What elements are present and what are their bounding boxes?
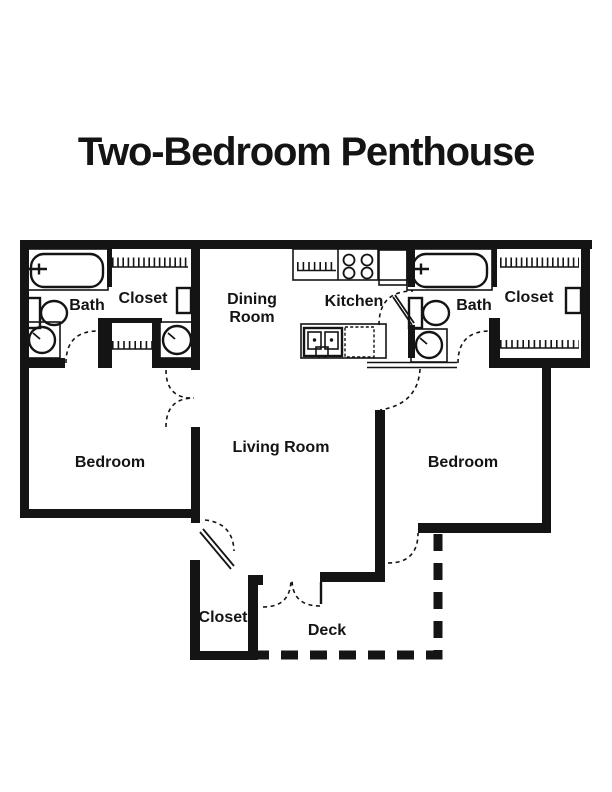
door-swing-arc: [204, 519, 235, 552]
door-swing-arc: [291, 578, 321, 607]
room-label-bath-left: Bath: [69, 297, 105, 314]
room-label-closet-lower: Closet: [199, 609, 249, 626]
wall-segment: [489, 358, 590, 368]
tub-niche: [406, 248, 493, 291]
wall-segment: [105, 318, 162, 323]
deck-dashed-wall: [258, 534, 443, 660]
counter-top: [292, 248, 409, 281]
room-label-dining-2: Room: [229, 309, 274, 326]
pass-through-bar: [367, 361, 457, 369]
wall-segment: [190, 560, 200, 660]
wall-segment: [489, 318, 500, 368]
wall-segment: [581, 240, 590, 368]
shelf-icon: [175, 286, 193, 315]
toilet-icon: [407, 296, 451, 330]
toilet-icon: [25, 296, 69, 330]
wall-segment: [20, 358, 65, 368]
door-swing-arc: [65, 330, 99, 364]
closet-left-area: [112, 257, 197, 359]
dishwasher-icon: [344, 326, 375, 358]
lower-closet-door: [199, 519, 235, 570]
door-swing-arc: [387, 532, 419, 564]
stove-icon: [342, 253, 374, 280]
tub-niche: [24, 248, 109, 291]
shelf-icon: [564, 286, 583, 315]
wall-segment: [492, 249, 497, 287]
bath-right: [406, 248, 493, 363]
closet-rod-icon: [112, 257, 188, 268]
wall-segment: [20, 509, 200, 518]
walls: [20, 240, 592, 660]
room-label-dining-1: Dining: [227, 291, 277, 308]
closet-rod-icon: [500, 257, 579, 268]
counter-bottom: [300, 323, 387, 359]
door-swing-arc: [165, 397, 195, 428]
wall-segment: [248, 578, 258, 660]
washer-icon: [159, 321, 197, 359]
closet-rod-icon: [112, 341, 152, 350]
wall-segment: [418, 523, 551, 533]
wall-segment: [190, 651, 258, 660]
room-label-deck: Deck: [308, 622, 346, 639]
page-title: Two-Bedroom Penthouse: [77, 130, 535, 174]
door-swing-arc: [379, 368, 421, 411]
room-label-bedroom-right: Bedroom: [428, 454, 498, 471]
kitchen-area: [292, 248, 415, 359]
room-label-bedroom-left: Bedroom: [75, 454, 145, 471]
bathtub-icon: [26, 252, 105, 289]
sink-icon: [24, 321, 61, 359]
wall-segment: [98, 318, 112, 368]
door-swing-arc: [165, 369, 195, 399]
wall-segment: [20, 240, 29, 518]
drainboard-icon: [297, 262, 336, 272]
room-labels: Bath Closet Dining Room Kitchen Bath Clo…: [69, 289, 554, 639]
wall-segment: [152, 318, 160, 368]
wall-segment: [542, 358, 551, 533]
closet-right-area: [500, 257, 583, 349]
kitchen-sink-icon: [302, 326, 344, 358]
wall-segment: [20, 240, 592, 249]
door-swing-arc: [262, 578, 292, 608]
deck-french-doors: [262, 578, 321, 608]
room-label-closet-left: Closet: [119, 290, 169, 307]
room-label-kitchen: Kitchen: [325, 293, 384, 310]
wall-segment: [191, 427, 200, 523]
doors: [65, 330, 491, 608]
door-swing-arc: [457, 330, 491, 364]
wall-segment: [107, 249, 112, 287]
wall-segment: [375, 410, 385, 582]
bathtub-icon: [408, 252, 489, 289]
bedroom-left-double-doors: [165, 369, 195, 428]
room-label-living-room: Living Room: [233, 439, 330, 456]
wall-segment: [191, 249, 200, 370]
closet-rod-icon: [500, 340, 579, 349]
sink-icon: [410, 328, 448, 363]
bath-left: [24, 248, 109, 359]
room-label-bath-right: Bath: [456, 297, 492, 314]
room-label-closet-right: Closet: [505, 289, 555, 306]
wall-segment: [152, 358, 200, 368]
wall-segment: [320, 572, 385, 582]
